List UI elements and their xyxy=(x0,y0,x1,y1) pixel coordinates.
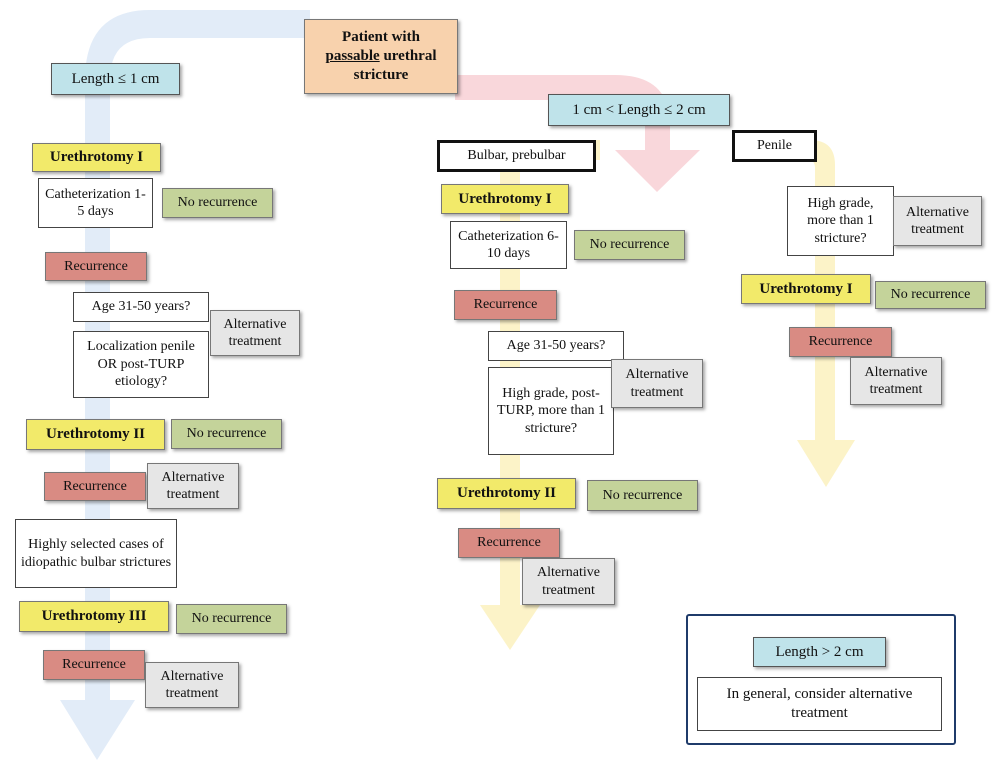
penile-box: Penile xyxy=(732,130,817,162)
middle-length-header: 1 cm < Length ≤ 2 cm xyxy=(548,94,730,126)
penile-recurrence-1: Recurrence xyxy=(789,327,892,357)
penile-highgrade-question: High grade, more than 1 stricture? xyxy=(787,186,894,256)
left-no-recurrence-2: No recurrence xyxy=(171,419,282,449)
middle-no-recurrence-1: No recurrence xyxy=(574,230,685,260)
pink-flow-arrow xyxy=(455,75,700,192)
left-highly-selected-cases: Highly selected cases of idiopathic bulb… xyxy=(15,519,177,588)
left-recurrence-2: Recurrence xyxy=(44,472,146,501)
left-recurrence-3: Recurrence xyxy=(43,650,145,680)
passable-underlined: passable xyxy=(325,48,380,65)
bulbar-prebulbar-box: Bulbar, prebulbar xyxy=(437,140,596,172)
middle-urethrotomy-1: Urethrotomy I xyxy=(441,184,569,214)
root-line2: passable urethral xyxy=(326,47,437,66)
left-alternative-1: Alternative treatment xyxy=(210,310,300,356)
left-catheterization: Catheterization 1-5 days xyxy=(38,178,153,228)
root-line3: stricture xyxy=(353,66,409,83)
left-length-header: Length ≤ 1 cm xyxy=(51,63,180,95)
penile-alternative-2: Alternative treatment xyxy=(850,357,942,405)
left-no-recurrence-3: No recurrence xyxy=(176,604,287,634)
penile-urethrotomy-1: Urethrotomy I xyxy=(741,274,871,304)
left-localization-question: Localization penile OR post-TURP etiolog… xyxy=(73,331,209,398)
left-urethrotomy-2: Urethrotomy II xyxy=(26,419,165,450)
penile-alternative-1: Alternative treatment xyxy=(893,196,982,246)
left-urethrotomy-1: Urethrotomy I xyxy=(32,143,161,172)
long-length-header: Length > 2 cm xyxy=(753,637,886,667)
middle-alternative-2: Alternative treatment xyxy=(522,558,615,605)
long-consider-alternative: In general, consider alternative treatme… xyxy=(697,677,942,731)
left-urethrotomy-3: Urethrotomy III xyxy=(19,601,169,632)
middle-catheterization: Catheterization 6-10 days xyxy=(450,221,567,269)
left-alternative-3: Alternative treatment xyxy=(145,662,239,708)
middle-age-question: Age 31-50 years? xyxy=(488,331,624,361)
middle-recurrence-2: Recurrence xyxy=(458,528,560,558)
left-alternative-2: Alternative treatment xyxy=(147,463,239,509)
middle-urethrotomy-2: Urethrotomy II xyxy=(437,478,576,509)
left-age-question: Age 31-50 years? xyxy=(73,292,209,322)
root-patient-box: Patient with passable urethral stricture xyxy=(304,19,458,94)
left-recurrence-1: Recurrence xyxy=(45,252,147,281)
root-line1: Patient with xyxy=(342,29,420,46)
middle-highgrade-question: High grade, post-TURP, more than 1 stric… xyxy=(488,367,614,455)
penile-no-recurrence-1: No recurrence xyxy=(875,281,986,309)
left-no-recurrence-1: No recurrence xyxy=(162,188,273,218)
middle-alternative-1: Alternative treatment xyxy=(611,359,703,408)
middle-no-recurrence-2: No recurrence xyxy=(587,480,698,511)
middle-recurrence-1: Recurrence xyxy=(454,290,557,320)
root-line2-rest: urethral xyxy=(379,48,437,65)
